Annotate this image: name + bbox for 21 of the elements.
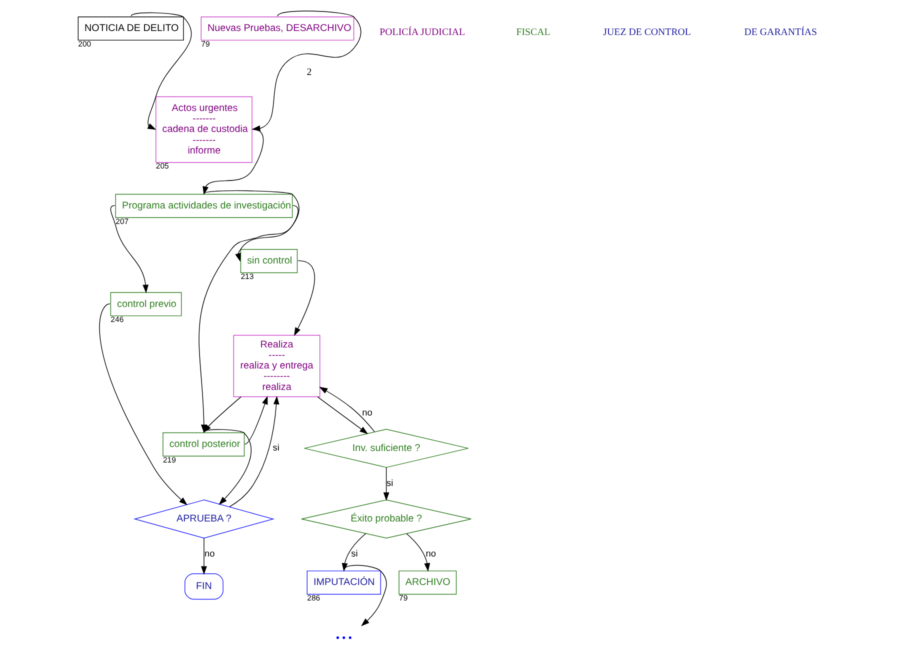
node-label: 79 <box>200 39 210 48</box>
node-label: 200 <box>78 39 91 48</box>
node-label: 213 <box>240 272 254 281</box>
label: 2 <box>306 66 312 78</box>
edge-label: no <box>425 548 436 559</box>
edge-label: si <box>272 442 279 453</box>
node-label: 79 <box>398 593 408 602</box>
edge-label: no <box>362 407 372 418</box>
node-label: 207 <box>115 216 128 226</box>
label: POLICÍA JUDICIAL <box>379 27 465 38</box>
label: FISCAL <box>516 27 550 38</box>
edge-label: si <box>386 478 393 488</box>
label: JUEZ DE CONTROL <box>602 27 690 38</box>
node-label: 286 <box>306 593 320 602</box>
edge-label: no <box>204 548 214 559</box>
edge-label: si <box>350 548 358 559</box>
label: DE GARANTÍAS <box>744 27 816 38</box>
node-text: • • • <box>335 633 352 644</box>
node-label: 246 <box>110 315 124 324</box>
node-label: 219 <box>162 455 176 464</box>
node-label: 205 <box>155 162 168 171</box>
